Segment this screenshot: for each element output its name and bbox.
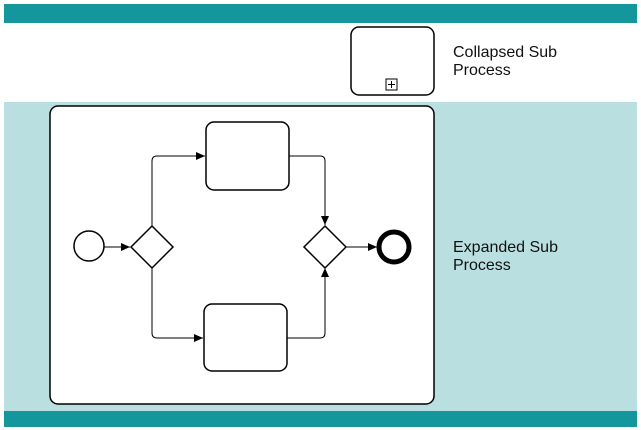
flow-task-top-to-join (289, 155, 329, 225)
plus-box-icon (385, 78, 398, 91)
top-band (4, 4, 637, 23)
split-gateway[interactable] (129, 224, 175, 270)
flow-task-bottom-to-join (287, 268, 329, 339)
sequence-flows (104, 152, 377, 342)
expanded-sub-process[interactable] (49, 105, 435, 405)
task-bottom[interactable] (203, 303, 288, 372)
join-gateway[interactable] (302, 224, 348, 270)
task-top[interactable] (205, 121, 290, 191)
collapsed-sub-process-label: Collapsed Sub Process (453, 44, 558, 79)
expanded-sub-process-label: Expanded Sub Process (453, 239, 558, 274)
end-event[interactable] (376, 229, 412, 265)
flow-gateway-to-task-top (151, 152, 205, 226)
collapsed-sub-process[interactable] (350, 26, 435, 96)
start-event[interactable] (73, 230, 105, 262)
bottom-band (4, 411, 637, 427)
flow-gateway-to-task-bottom (151, 268, 203, 342)
